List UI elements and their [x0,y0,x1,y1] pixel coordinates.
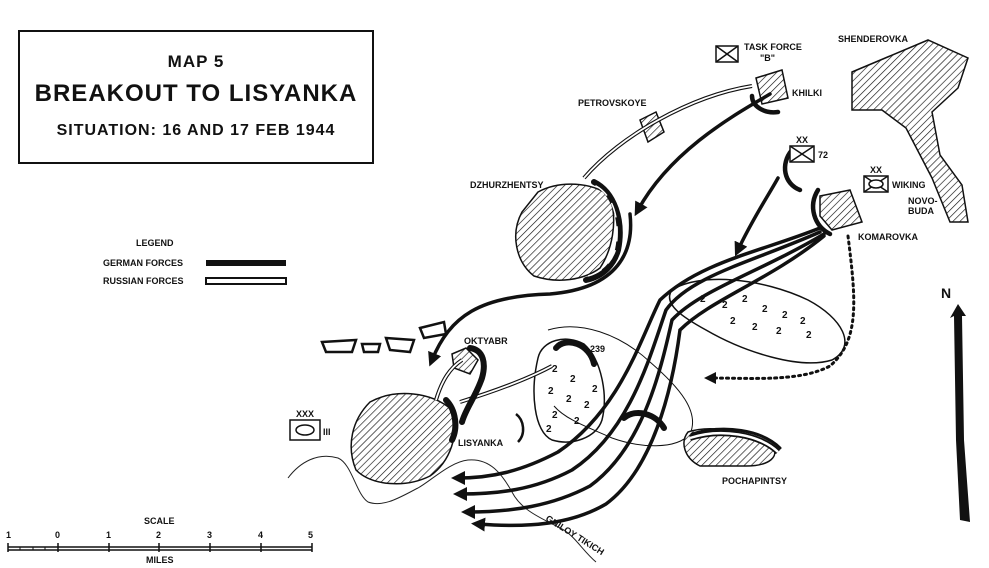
scale-bar [7,543,313,552]
label-novo: NOVO- [908,196,938,206]
corps-iii-symbol [289,419,321,441]
scale-tick-1a: 1 [6,530,11,540]
label-hill-239: 239 [590,344,605,354]
map-heading: BREAKOUT TO LISYANKA [34,80,358,107]
svg-text:2: 2 [570,374,576,385]
label-task-force-line2: "B" [760,53,775,63]
svg-text:2: 2 [742,294,748,305]
town-shenderovka [851,39,969,223]
german-forces [428,92,856,532]
label-lisyanka: LISYANKA [458,438,504,448]
label-gniloy-tikich: GNILOY TIKICH [544,513,606,557]
german-front-oktyabr [459,345,487,425]
svg-text:2: 2 [730,316,736,327]
svg-text:2: 2 [552,364,558,375]
task-force-b-symbol [715,45,739,63]
scale-tick-4: 4 [258,530,263,540]
svg-text:2: 2 [782,310,788,321]
gniloy-tikich-river [287,455,597,563]
legend-swatches [205,260,287,285]
german-front-pochapintsy [690,427,782,450]
german-arrow-to-oktyabr [428,212,633,367]
svg-text:2: 2 [806,330,812,341]
german-breakout-1 [451,226,822,485]
scale-tick-5: 5 [308,530,313,540]
german-front-lisyanka [443,397,459,443]
div-72-symbol [789,145,815,163]
svg-text:2: 2 [776,326,782,337]
scale-title: SCALE [144,516,175,526]
german-front-dzhurzhentsy [583,179,623,283]
svg-text:2: 2 [566,394,572,405]
svg-text:2: 2 [700,294,706,305]
german-breakout-4 [471,234,826,532]
german-front-239 [553,339,597,367]
town-khilki [755,69,789,105]
town-lisyanka [350,392,456,485]
label-pochapintsy: POCHAPINTSY [722,476,787,486]
svg-text:2: 2 [752,322,758,333]
label-buda: BUDA [908,206,934,216]
town-dzhurzhentsy [515,183,615,281]
town-komarovka [819,189,863,231]
label-khilki: KHILKI [792,88,822,98]
swamp-east [668,278,846,364]
legend-title: LEGEND [136,238,174,248]
label-corps-size: XXX [296,409,314,419]
legend-german-swatch [206,260,286,266]
german-front-khilki [749,93,781,115]
svg-text:2: 2 [584,400,590,411]
label-wiking-name: WIKING [892,180,926,190]
russian-forces [434,84,781,455]
label-div72-number: 72 [818,150,828,160]
german-breakout-2 [453,230,822,501]
german-arrow-72-south [734,176,780,257]
scale-tick-2: 2 [156,530,161,540]
scale-tick-0: 0 [55,530,60,540]
map-number: MAP 5 [167,52,225,71]
label-div72-size: XX [796,135,808,145]
svg-text:2: 2 [546,424,552,435]
svg-text:2: 2 [722,300,728,311]
german-breakout-3 [461,232,826,519]
label-task-force-line1: TASK FORCE [744,42,802,52]
svg-text:2: 2 [762,304,768,315]
label-komarovka: KOMAROVKA [858,232,918,242]
scale-tick-3: 3 [207,530,212,540]
map-title-box: MAP 5 BREAKOUT TO LISYANKA SITUATION: 16… [18,30,374,164]
north-arrow [950,304,970,522]
legend-german-label: GERMAN FORCES [103,258,183,268]
german-front-komarovka [810,187,833,237]
label-wiking-size: XX [870,165,882,175]
svg-text:2: 2 [592,384,598,395]
wiking-symbol [863,175,889,193]
label-shenderovka: SHENDEROVKA [838,34,909,44]
svg-text:2: 2 [800,316,806,327]
scale-tick-1: 1 [106,530,111,540]
svg-text:2: 2 [548,386,554,397]
north-label: N [941,285,951,301]
label-oktyabr: OKTYABR [464,336,508,346]
scale-unit: MILES [146,555,174,565]
svg-text:2: 2 [574,416,580,427]
label-petrovskoye: PETROVSKOYE [578,98,647,108]
legend-russian-label: RUSSIAN FORCES [103,276,184,286]
unit-symbols [289,45,889,441]
german-dotted-route [704,234,856,385]
german-arrow-khilki-dzhurzhentsy [634,92,772,217]
svg-text:2: 2 [552,410,558,421]
map-situation: SITUATION: 16 AND 17 FEB 1944 [56,122,336,139]
label-corps-number: III [323,427,331,437]
label-dzhurzhentsy: DZHURZHENTSY [470,180,544,190]
towns [350,39,969,485]
legend-russian-swatch [205,277,287,285]
